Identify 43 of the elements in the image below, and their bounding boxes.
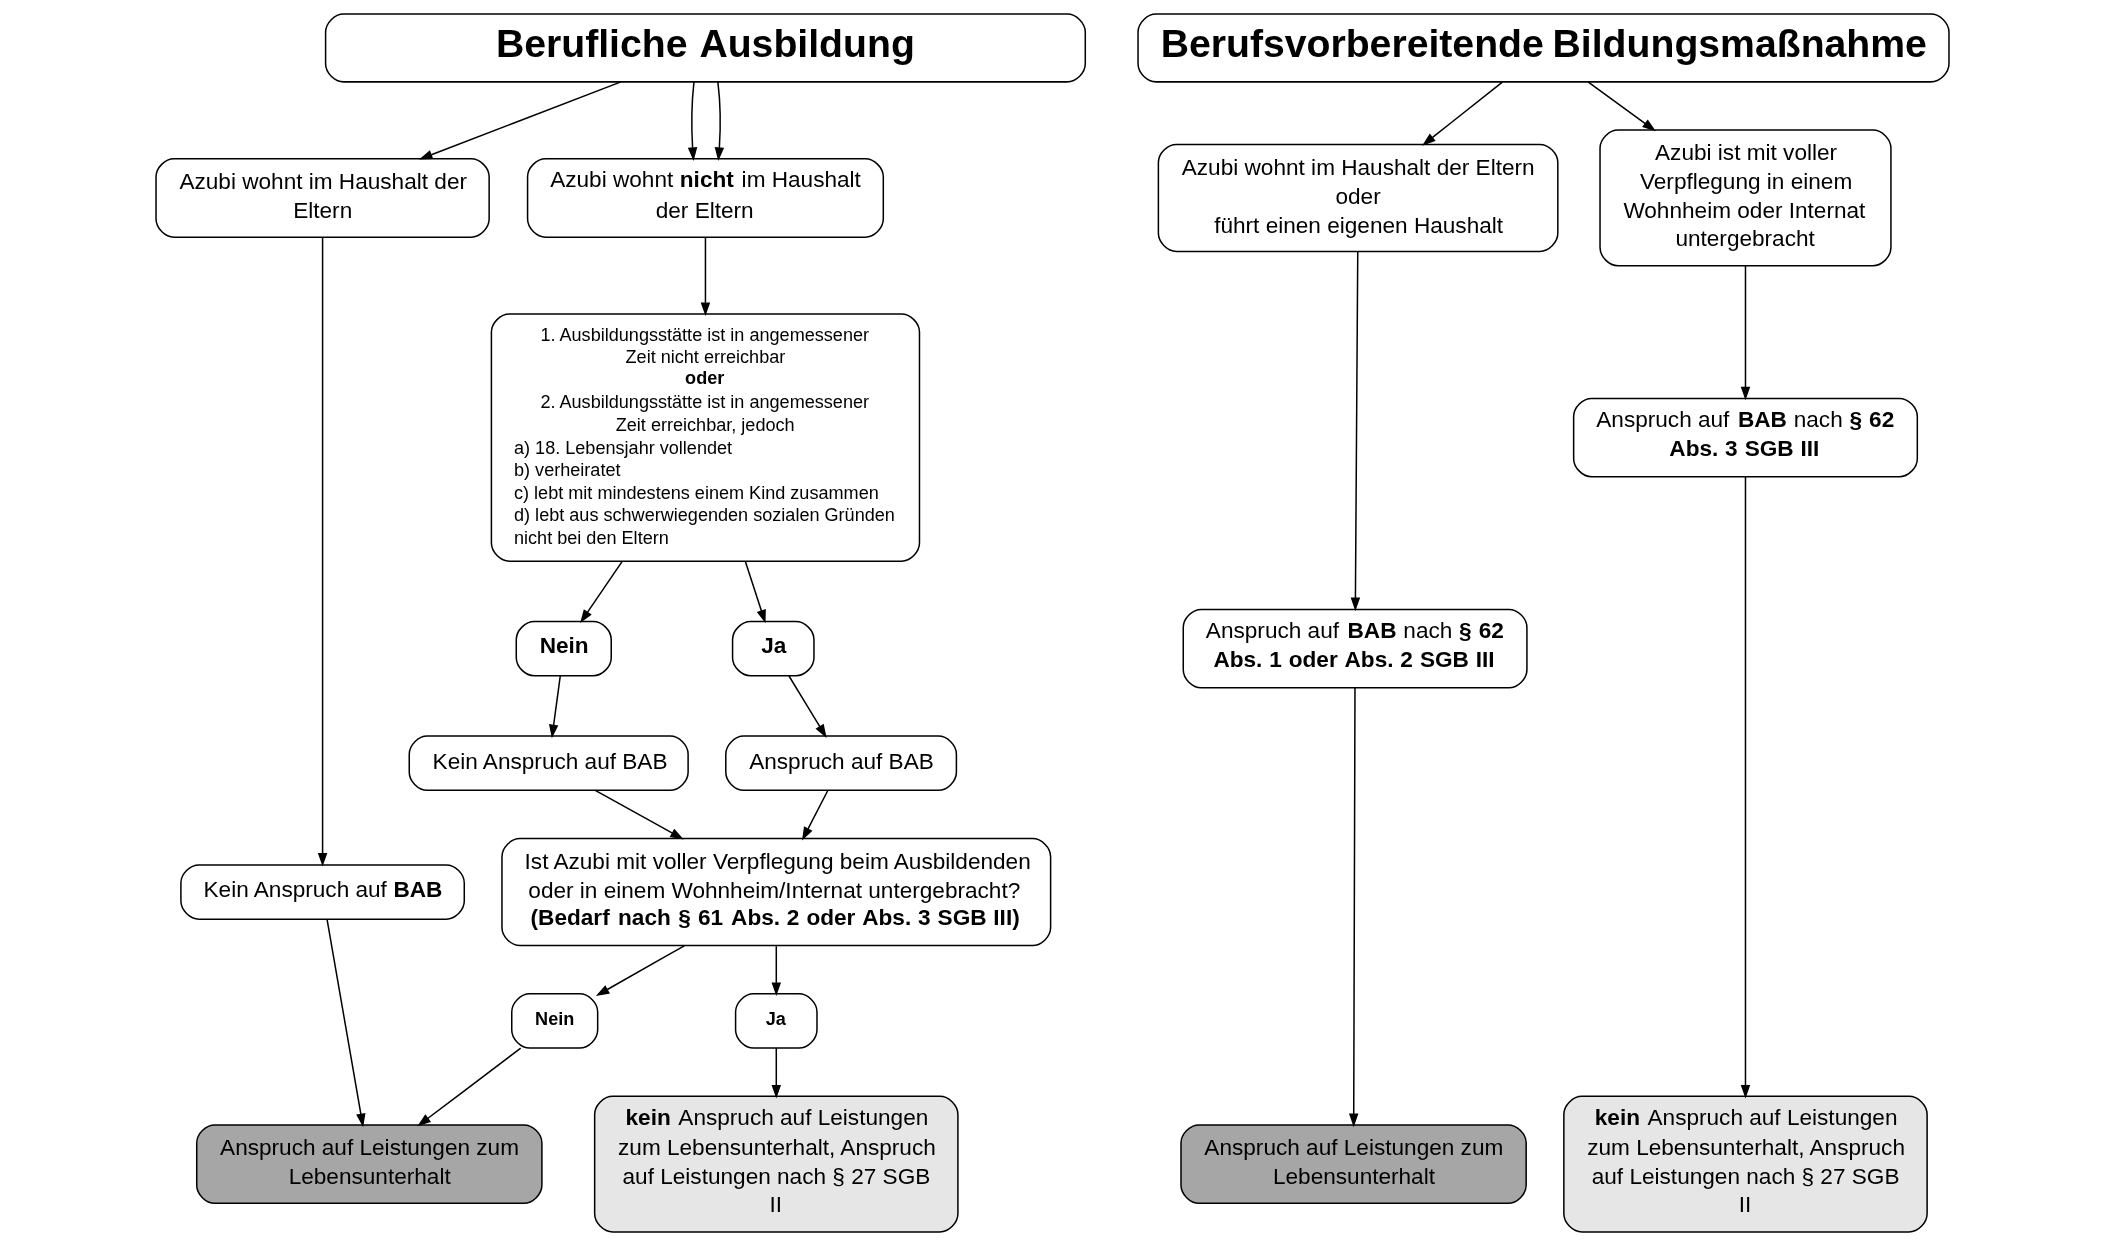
- node-box: Ja: [731, 620, 815, 677]
- arrow: [548, 675, 561, 739]
- arrow: [1422, 81, 1504, 146]
- arrow: [1348, 687, 1359, 1128]
- node-box: Azubi ist mit voller Verpflegung in einem Wohnheim oder Internat untergebracht: [1599, 129, 1892, 267]
- arrow: [595, 945, 685, 997]
- arrow: [771, 1047, 782, 1099]
- node-box: Anspruch auf BAB nach § 62 Abs. 1 oder Abs. 2 SGB III: [1182, 608, 1528, 689]
- arrow: [1587, 81, 1656, 132]
- arrow: [744, 560, 766, 624]
- arrow: [788, 675, 827, 738]
- arrow: [417, 1047, 522, 1127]
- node-box: Nein: [515, 620, 612, 677]
- node-box: Ist Azubi mit voller Verpflegung beim Ausbildenden oder in einem Wohnheim/Internat untergebracht? (Bedarf nach § 61 Abs. 2 oder Abs. 3 SGB III): [501, 837, 1052, 947]
- node-box: Azubi wohnt im Haushalt der Eltern: [155, 158, 490, 238]
- arrow: [700, 236, 711, 316]
- arrow: [714, 81, 725, 161]
- node-box: Anspruch auf BAB: [725, 735, 958, 792]
- node-box: Ja: [734, 993, 818, 1049]
- arrow: [1350, 250, 1361, 612]
- node-box: kein Anspruch auf Leistungen zum Lebensunterhalt, Anspruch auf Leistungen nach § 27 SGB II: [1563, 1095, 1928, 1233]
- node-box: Berufsvorbereitende Bildungsmaßnahme: [1137, 13, 1950, 83]
- node-box: Anspruch auf Leistungen zum Lebensunterhalt: [1180, 1124, 1527, 1205]
- arrow: [1740, 476, 1751, 1099]
- node-box: Berufliche Ausbildung: [324, 13, 1087, 83]
- node-box: kein Anspruch auf Leistungen zum Lebensunterhalt, Anspruch auf Leistungen nach § 27 SGB II: [593, 1095, 959, 1233]
- node-box: Anspruch auf BAB nach § 62 Abs. 3 SGB III: [1572, 397, 1919, 478]
- arrow: [771, 945, 782, 997]
- arrow: [687, 81, 698, 161]
- arrow: [326, 918, 366, 1128]
- arrow: [594, 789, 684, 840]
- arrow: [580, 560, 623, 624]
- node-box: Azubi wohnt im Haushalt der Eltern oder führt einen eigenen Haushalt: [1157, 143, 1559, 253]
- node-box: Azubi wohnt nicht im Haushalt der Eltern: [526, 158, 885, 238]
- arrow: [802, 790, 829, 841]
- node-box: 1. Ausbildungsstätte ist in angemessener Zeit nicht erreichbar oder 2. Ausbildungsstätte ist in angemessener Zeit erreichbar, jedoch a) 18. Lebensjahr vollendet b) verheiratet c) lebt mit mindestens einem Kind zusammen d) lebt aus schwerwiegenden sozialen Gründen nicht bei den Eltern: [490, 313, 921, 562]
- node-box: Kein Anspruch auf BAB: [180, 864, 466, 920]
- node-box: Anspruch auf Leistungen zum Lebensunterhalt: [195, 1124, 543, 1205]
- node-box: Kein Anspruch auf BAB: [408, 735, 689, 792]
- arrow: [418, 81, 622, 160]
- arrow: [317, 236, 328, 867]
- arrow: [1740, 265, 1751, 401]
- node-box: Nein: [511, 993, 599, 1049]
